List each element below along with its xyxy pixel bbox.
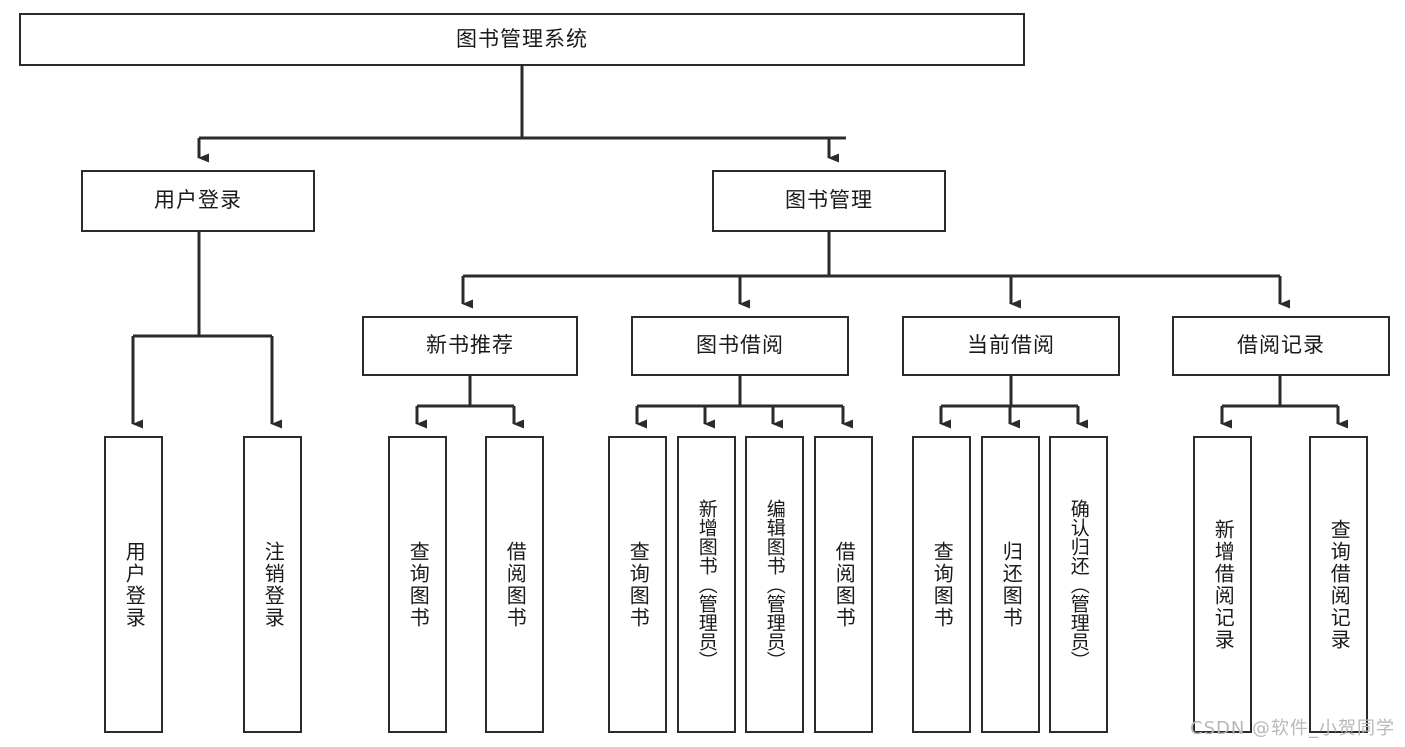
leaf-return-book-label: 归还图书 xyxy=(999,540,1024,629)
leaf-edit-book-label: 编辑图书（管理员） xyxy=(763,499,786,670)
node-book-manage-label: 图书管理 xyxy=(785,188,873,213)
leaf-confirm-return[interactable]: 确认归还（管理员） xyxy=(1049,436,1108,733)
leaf-borrow-book-borrow[interactable]: 借阅图书 xyxy=(814,436,873,733)
node-root-label: 图书管理系统 xyxy=(456,26,588,51)
leaf-logout[interactable]: 注销登录 xyxy=(243,436,302,733)
leaf-query-book-current-label: 查询图书 xyxy=(930,540,955,629)
node-user-login[interactable]: 用户登录 xyxy=(81,170,315,232)
node-current-borrow-label: 当前借阅 xyxy=(967,333,1055,358)
leaf-add-borrow-record-label: 新增借阅记录 xyxy=(1211,518,1236,651)
node-book-borrow[interactable]: 图书借阅 xyxy=(631,316,849,376)
node-user-login-label: 用户登录 xyxy=(154,188,242,213)
node-borrow-record[interactable]: 借阅记录 xyxy=(1172,316,1390,376)
leaf-borrow-book-recommend[interactable]: 借阅图书 xyxy=(485,436,544,733)
leaf-edit-book[interactable]: 编辑图书（管理员） xyxy=(745,436,804,733)
watermark-csdn: CSDN @软件_小贺同学 xyxy=(1190,718,1396,739)
leaf-query-book-recommend-label: 查询图书 xyxy=(406,540,431,629)
leaf-confirm-return-label: 确认归还（管理员） xyxy=(1067,499,1090,670)
leaf-borrow-book-borrow-label: 借阅图书 xyxy=(832,540,857,629)
node-new-book-recommend[interactable]: 新书推荐 xyxy=(362,316,578,376)
leaf-user-login[interactable]: 用户登录 xyxy=(104,436,163,733)
leaf-logout-label: 注销登录 xyxy=(261,540,286,629)
leaf-user-login-label: 用户登录 xyxy=(122,540,147,629)
leaf-query-borrow-record-label: 查询借阅记录 xyxy=(1327,518,1352,651)
leaf-add-book[interactable]: 新增图书（管理员） xyxy=(677,436,736,733)
leaf-return-book[interactable]: 归还图书 xyxy=(981,436,1040,733)
node-book-borrow-label: 图书借阅 xyxy=(696,333,784,358)
node-book-manage[interactable]: 图书管理 xyxy=(712,170,946,232)
node-root[interactable]: 图书管理系统 xyxy=(19,13,1025,66)
leaf-add-book-label: 新增图书（管理员） xyxy=(695,499,718,670)
leaf-query-borrow-record[interactable]: 查询借阅记录 xyxy=(1309,436,1368,733)
leaf-query-book-borrow-label: 查询图书 xyxy=(626,540,651,629)
leaf-query-book-recommend[interactable]: 查询图书 xyxy=(388,436,447,733)
leaf-query-book-borrow[interactable]: 查询图书 xyxy=(608,436,667,733)
leaf-borrow-book-recommend-label: 借阅图书 xyxy=(503,540,528,629)
leaf-query-book-current[interactable]: 查询图书 xyxy=(912,436,971,733)
node-borrow-record-label: 借阅记录 xyxy=(1237,333,1325,358)
node-current-borrow[interactable]: 当前借阅 xyxy=(902,316,1120,376)
node-new-book-recommend-label: 新书推荐 xyxy=(426,333,514,358)
leaf-add-borrow-record[interactable]: 新增借阅记录 xyxy=(1193,436,1252,733)
